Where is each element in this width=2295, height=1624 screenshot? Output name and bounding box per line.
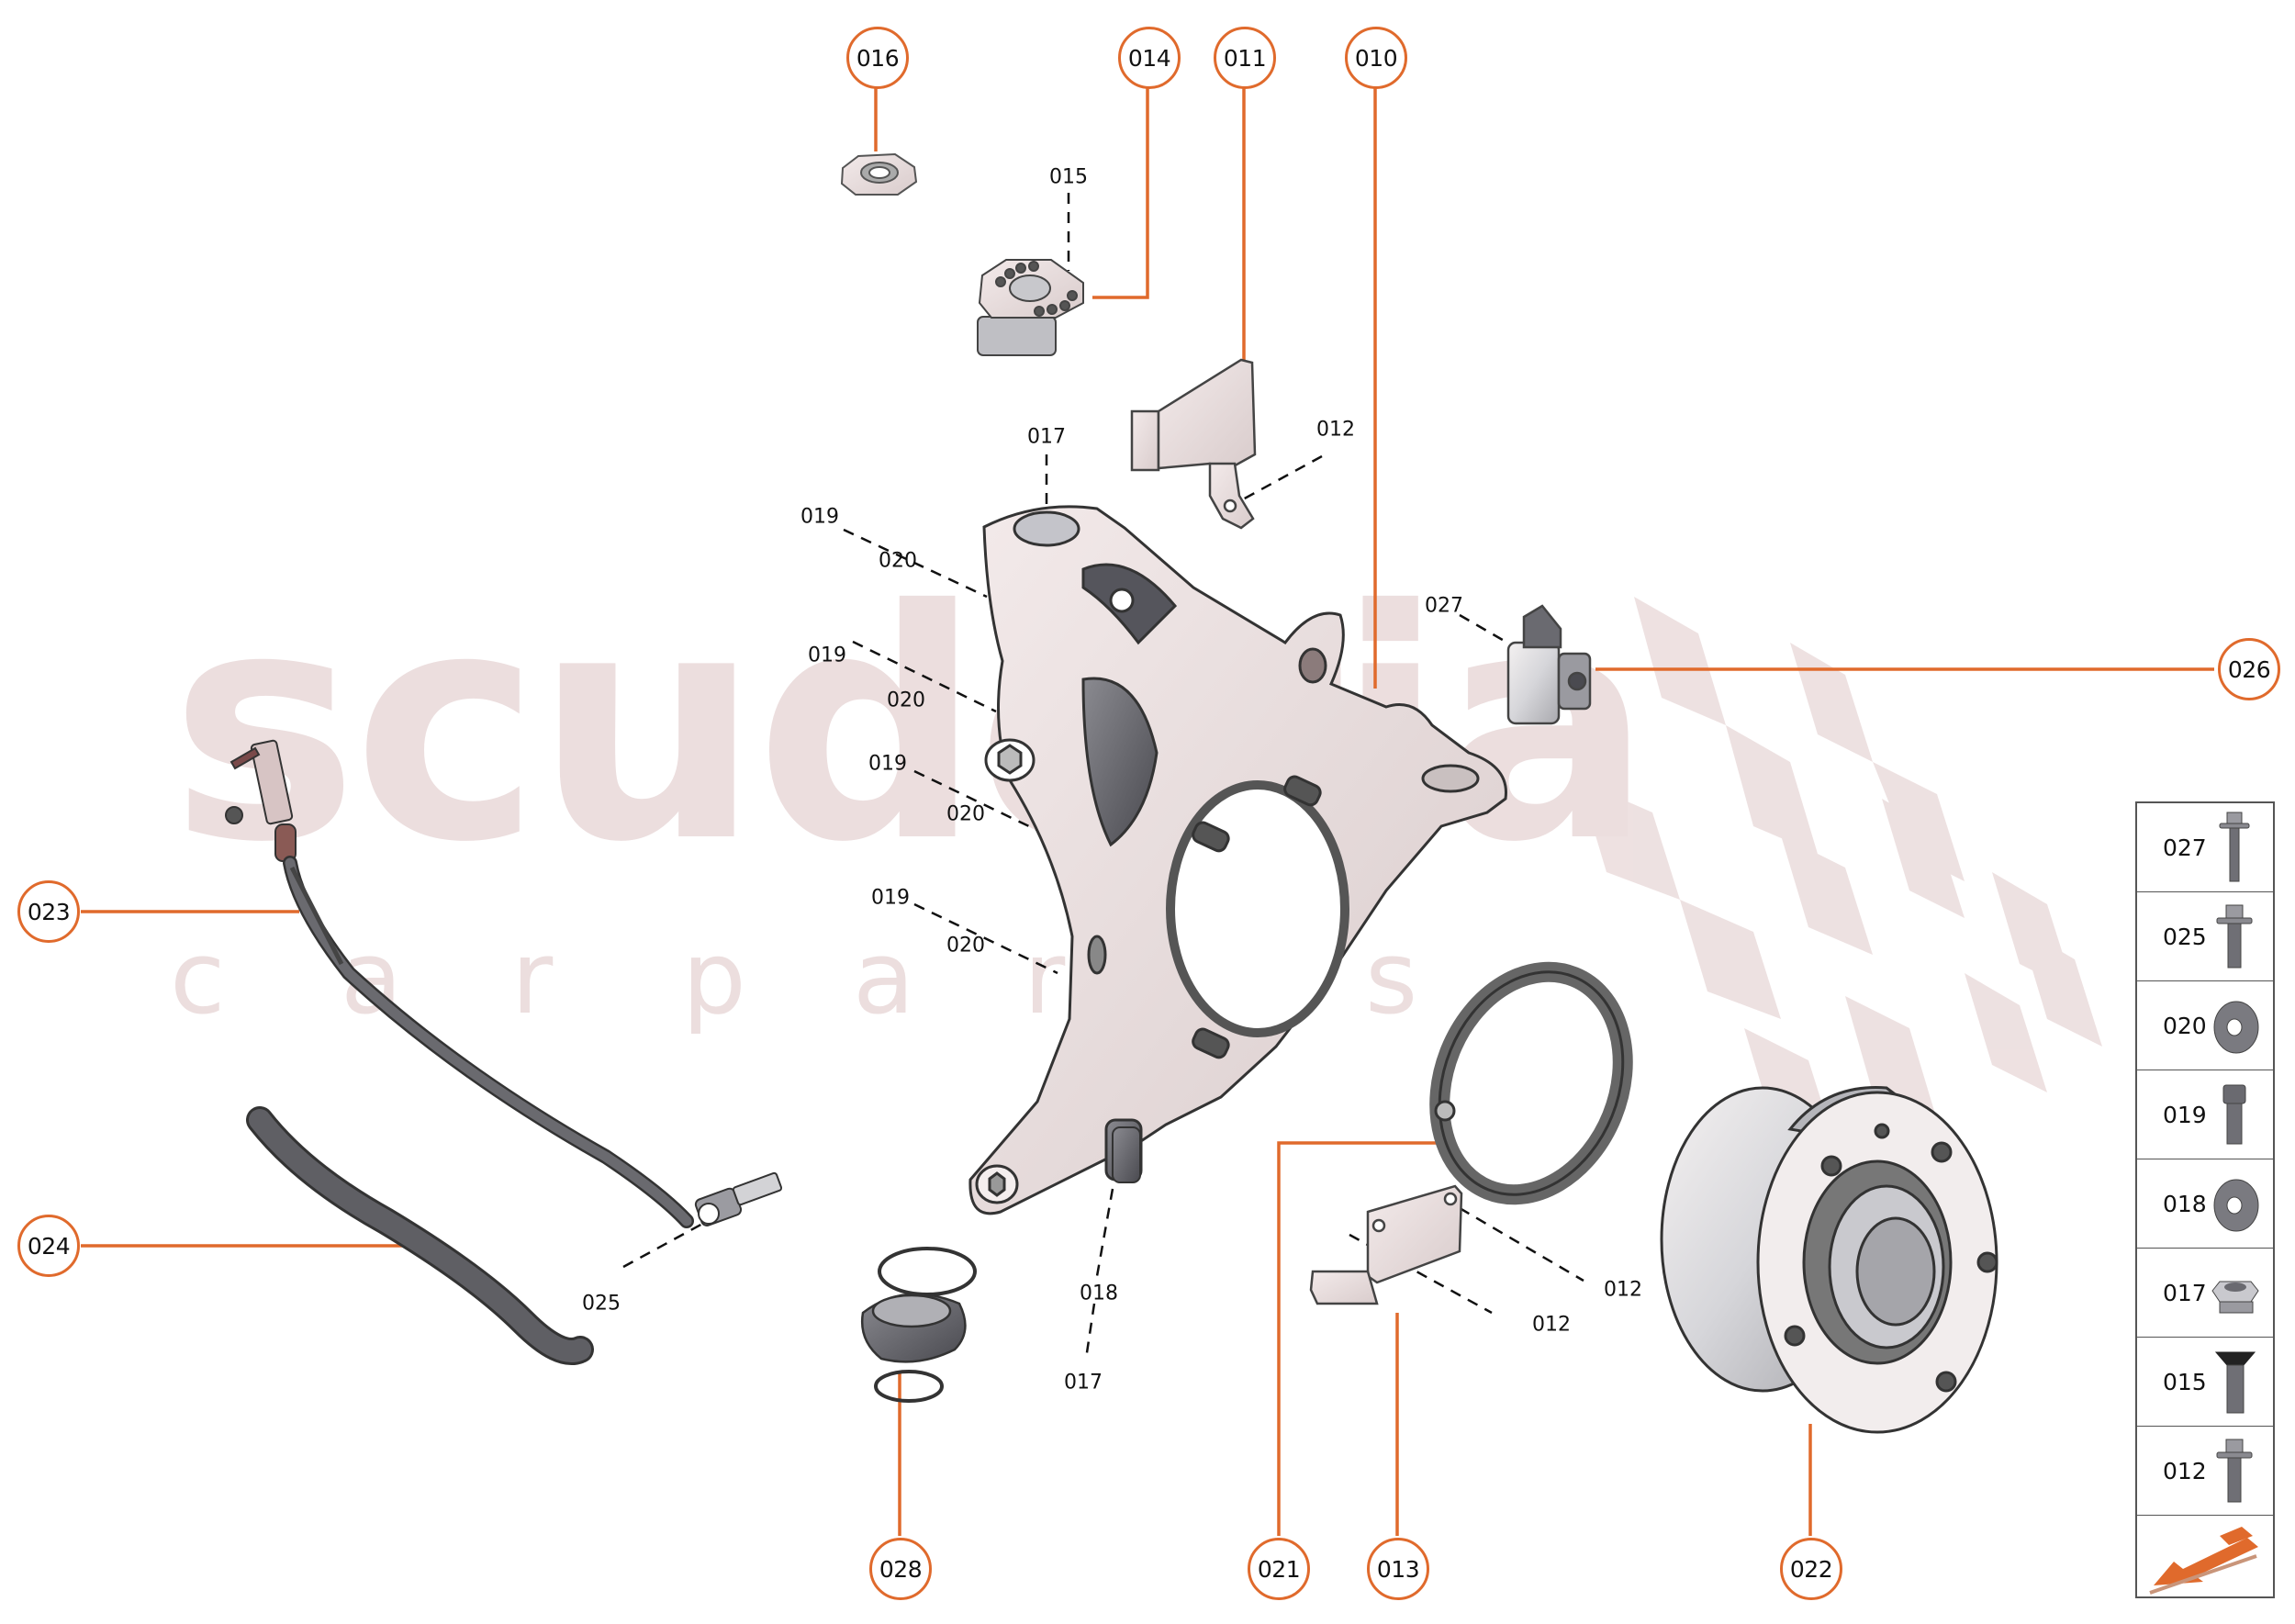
socket-head-bolt-icon <box>2222 1084 2246 1145</box>
callout-label: 024 <box>27 1232 71 1260</box>
flange-bolt-icon <box>2216 904 2253 969</box>
washer-icon <box>2213 1001 2259 1054</box>
part-028-dust-boot <box>860 1247 977 1403</box>
part-023-speed-sensor <box>225 739 297 862</box>
sublabel-020-c[interactable]: 020 <box>946 802 985 826</box>
checkered-flag-watermark <box>1579 597 2102 1148</box>
part-014-plate <box>977 259 1084 356</box>
callout-label: 010 <box>1354 44 1398 72</box>
callout-022[interactable]: 022 <box>1780 1538 1842 1600</box>
callout-label: 013 <box>1376 1555 1420 1583</box>
legend-number: 012 <box>2163 1457 2207 1484</box>
part-011-bracket <box>1130 358 1257 530</box>
legend-row-012[interactable]: 012 <box>2137 1427 2273 1516</box>
callout-026[interactable]: 026 <box>2218 638 2280 700</box>
sublabel-020-b[interactable]: 020 <box>887 689 925 712</box>
fastener-legend: 027 025 020 019 0 <box>2135 801 2275 1598</box>
sublabel-leaders <box>622 193 1584 1360</box>
callout-028[interactable]: 028 <box>869 1538 932 1600</box>
callout-010[interactable]: 010 <box>1345 27 1407 89</box>
sensor-head <box>694 1171 783 1226</box>
legend-number: 020 <box>2163 1012 2207 1039</box>
sublabel-020-d[interactable]: 020 <box>946 934 985 958</box>
callout-label: 023 <box>27 898 71 925</box>
callout-016[interactable]: 016 <box>846 27 909 89</box>
sublabel-017-top[interactable]: 017 <box>1027 425 1066 449</box>
legend-row-015[interactable]: 015 <box>2137 1338 2273 1427</box>
sublabel-019-c[interactable]: 019 <box>868 752 907 776</box>
part-016-nut <box>840 152 918 196</box>
callout-011[interactable]: 011 <box>1214 27 1276 89</box>
callout-label: 026 <box>2227 655 2271 683</box>
sublabel-019-b[interactable]: 019 <box>808 644 846 667</box>
orientation-arrow-icon <box>2149 1527 2258 1595</box>
part-022-wheel-hub <box>1660 1086 1998 1434</box>
callout-014[interactable]: 014 <box>1118 27 1181 89</box>
part-010-steering-knuckle <box>968 505 1507 1215</box>
sublabel-012-right[interactable]: 012 <box>1604 1278 1642 1302</box>
sublabel-025[interactable]: 025 <box>582 1292 621 1316</box>
legend-number: 017 <box>2163 1279 2207 1306</box>
sublabel-012-left[interactable]: 012 <box>1532 1313 1571 1337</box>
flange-bolt-icon <box>2216 1439 2253 1503</box>
washer-icon <box>2213 1179 2259 1232</box>
legend-row-025[interactable]: 025 <box>2137 892 2273 981</box>
legend-number: 015 <box>2163 1368 2207 1395</box>
sublabel-020-a[interactable]: 020 <box>879 549 917 573</box>
legend-number: 019 <box>2163 1101 2207 1128</box>
sublabel-019-a[interactable]: 019 <box>800 505 839 529</box>
legend-row-027[interactable]: 027 <box>2137 803 2273 892</box>
callout-label: 021 <box>1257 1555 1301 1583</box>
callout-013[interactable]: 013 <box>1367 1538 1429 1600</box>
sublabel-018[interactable]: 018 <box>1080 1282 1118 1305</box>
part-018-ball-joint-stud <box>1112 1126 1141 1183</box>
flange-bolt-long-icon <box>2219 812 2250 882</box>
part-026-mount-block <box>1506 604 1592 725</box>
callout-label: 014 <box>1127 44 1171 72</box>
callout-leaders <box>81 88 2214 1536</box>
sensor-cable <box>285 857 692 1226</box>
callout-label: 022 <box>1789 1555 1833 1583</box>
legend-number: 025 <box>2163 923 2207 950</box>
callout-label: 016 <box>856 44 900 72</box>
orientation-arrow-button[interactable] <box>2137 1516 2273 1606</box>
part-021-shield-ring <box>1429 961 1633 1205</box>
legend-row-017[interactable]: 017 <box>2137 1249 2273 1338</box>
callout-label: 028 <box>879 1555 923 1583</box>
callout-023[interactable]: 023 <box>17 880 80 943</box>
legend-row-020[interactable]: 020 <box>2137 981 2273 1070</box>
sublabel-027[interactable]: 027 <box>1425 594 1463 618</box>
flange-nut-icon <box>2211 1281 2259 1314</box>
callout-024[interactable]: 024 <box>17 1215 80 1277</box>
legend-row-018[interactable]: 018 <box>2137 1159 2273 1249</box>
sublabel-012-top[interactable]: 012 <box>1316 418 1355 442</box>
part-013-bracket <box>1309 1184 1463 1305</box>
sublabel-017-bottom[interactable]: 017 <box>1064 1371 1103 1394</box>
callout-label: 011 <box>1223 44 1267 72</box>
sublabel-019-d[interactable]: 019 <box>871 886 910 910</box>
legend-number: 018 <box>2163 1190 2207 1217</box>
legend-number: 027 <box>2163 834 2207 861</box>
sublabel-015[interactable]: 015 <box>1049 165 1088 189</box>
callout-021[interactable]: 021 <box>1248 1538 1310 1600</box>
countersunk-screw-icon <box>2214 1351 2256 1414</box>
legend-row-019[interactable]: 019 <box>2137 1070 2273 1159</box>
